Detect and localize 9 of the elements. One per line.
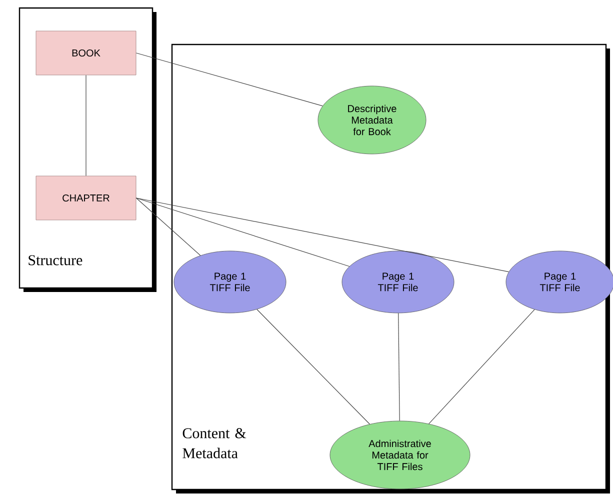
entity-box: BOOK xyxy=(36,30,136,76)
connector-line xyxy=(136,52,323,106)
entity-box: CHAPTER xyxy=(36,176,136,220)
connector-line xyxy=(136,198,510,272)
connector-line xyxy=(398,312,400,422)
connector-line xyxy=(136,198,201,256)
connector-line xyxy=(256,309,370,424)
connector-line xyxy=(136,198,350,267)
connector-line xyxy=(428,309,535,424)
